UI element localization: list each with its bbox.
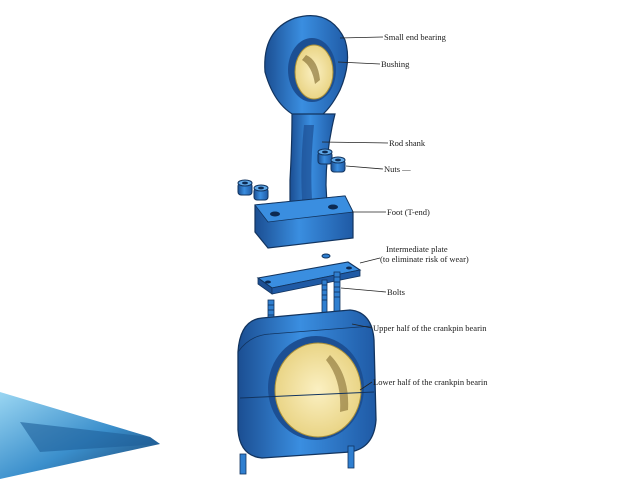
label-bushing: Bushing <box>381 59 410 69</box>
leader-lines <box>321 36 389 391</box>
label-intermediate-plate: Intermediate plate <box>386 244 448 254</box>
label-nuts: Nuts — <box>384 164 411 174</box>
crankpin-bearing-part <box>237 309 377 475</box>
nut-left-1 <box>237 179 253 196</box>
rod-shank-part <box>289 113 336 206</box>
label-lower-half-crankpin-bearing: Lower half of the crankpin bearin <box>373 377 488 387</box>
label-rod-shank: Rod shank <box>389 138 426 148</box>
label-upper-half-crankpin-bearing: Upper half of the crankpin bearin <box>373 323 487 333</box>
label-foot: Foot (T-end) <box>387 207 430 217</box>
nut-right-1 <box>317 148 333 165</box>
decorative-corner-ribbon <box>0 392 160 479</box>
small-end-bearing-part <box>264 15 349 119</box>
label-intermediate-plate-note: (to eliminate risk of wear) <box>380 254 469 264</box>
nut-right-2 <box>330 156 346 173</box>
label-small-end-bearing: Small end bearing <box>384 32 446 42</box>
label-bolts: Bolts <box>387 287 405 297</box>
nuts-part <box>237 148 346 201</box>
foot-t-end-part <box>254 195 354 249</box>
nut-left-2 <box>253 184 269 201</box>
